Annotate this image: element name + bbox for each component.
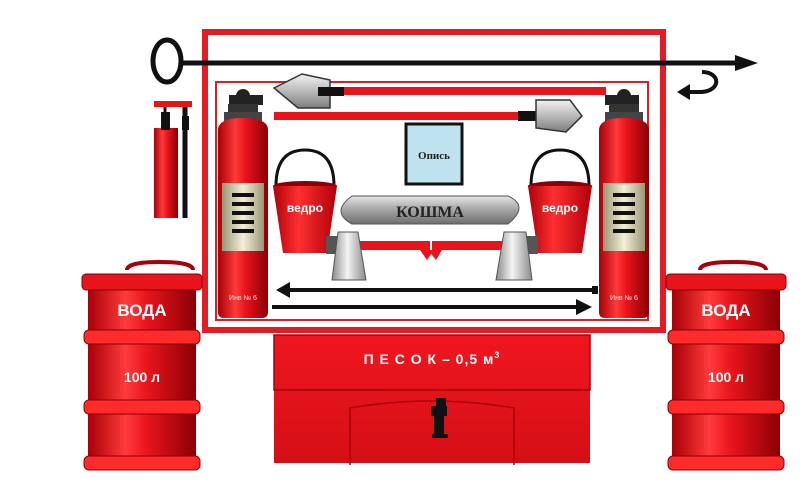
water-barrel: ВОДА 100 л bbox=[81, 259, 203, 471]
water-barrel: ВОДА 100 л bbox=[665, 259, 787, 471]
sand-box-label: П Е С О К – 0,5 м3 bbox=[364, 350, 501, 367]
lock-icon bbox=[431, 398, 448, 438]
extinguisher-tag: Инв № 6 bbox=[610, 295, 638, 302]
blanket-label: КОШМА bbox=[396, 204, 464, 221]
axe-icon bbox=[326, 231, 434, 281]
axe-icon bbox=[428, 231, 538, 281]
fire-blanket: КОШМА bbox=[340, 195, 520, 225]
fire-bucket-icon: ведро bbox=[528, 148, 592, 253]
barrel-volume: 100 л bbox=[124, 369, 160, 385]
barrel-title: ВОДА bbox=[701, 301, 750, 320]
sand-box: П Е С О К – 0,5 м3 bbox=[273, 334, 591, 465]
barrel-title: ВОДА bbox=[117, 301, 166, 320]
fire-bucket-icon: ведро bbox=[273, 148, 337, 253]
extinguisher-tag: Инв № 6 bbox=[229, 295, 257, 302]
rod-arrows bbox=[272, 282, 598, 315]
bucket-label: ведро bbox=[287, 201, 323, 215]
shovel-icon bbox=[274, 99, 583, 133]
fire-extinguisher-icon: Инв № 6 bbox=[218, 89, 268, 318]
fire-extinguisher-icon: Инв № 6 bbox=[599, 89, 649, 318]
crowbar-icon bbox=[154, 101, 192, 218]
hook-icon bbox=[150, 37, 758, 100]
barrel-volume: 100 л bbox=[708, 369, 744, 385]
bucket-label: ведро bbox=[542, 201, 578, 215]
shovel-icon bbox=[272, 73, 606, 109]
inventory-sheet: Опись bbox=[404, 122, 464, 186]
inventory-label: Опись bbox=[418, 150, 450, 162]
